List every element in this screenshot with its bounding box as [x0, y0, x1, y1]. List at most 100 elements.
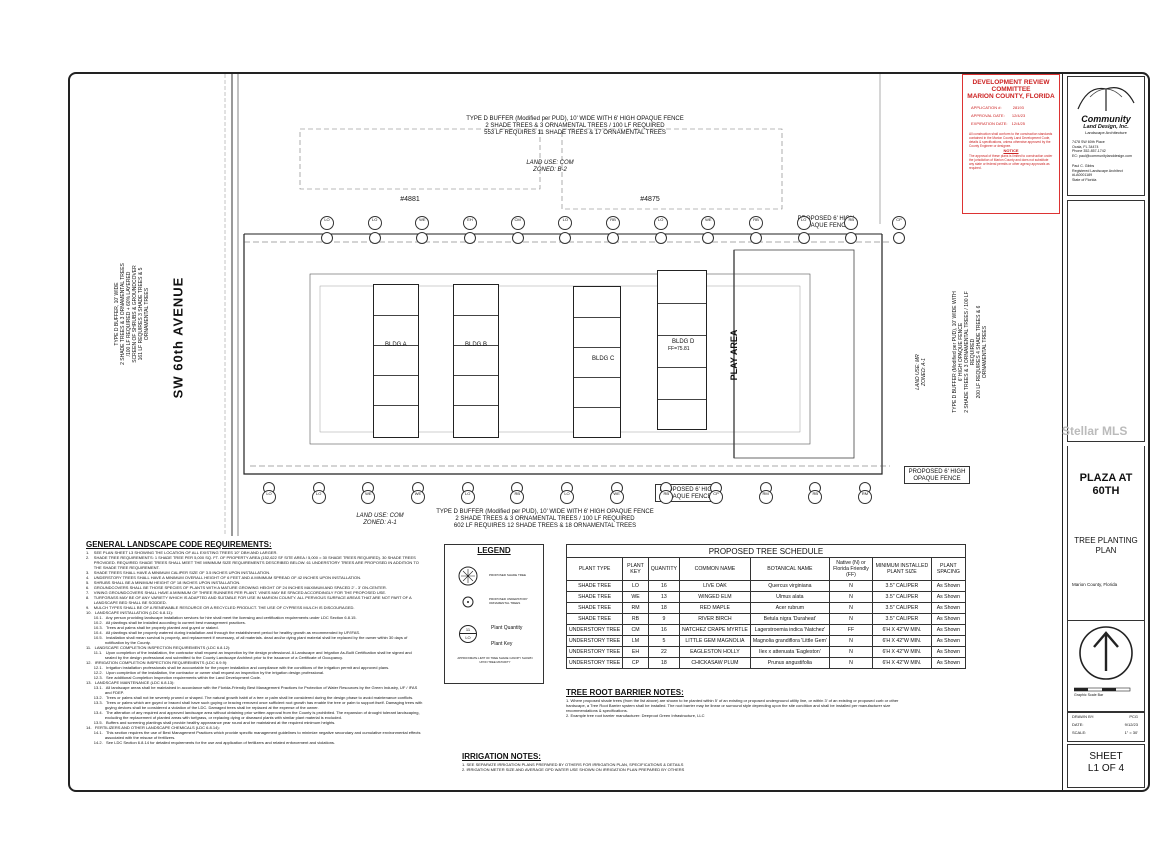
general-requirement-line: 12.3. See additional Completion Inspecti…: [86, 675, 261, 680]
south-buffer-line-3: 602 LF REQUIRES 12 SHADE TREES & 18 ORNA…: [453, 523, 637, 529]
root-barrier-note-1c: recommendations & specifications.: [566, 708, 628, 713]
tree-schedule-cell: 5: [647, 635, 681, 647]
tree-schedule-cell: 18: [647, 657, 681, 669]
tree-schedule-cell: As Shown: [930, 635, 967, 647]
drawn-by-label: DRAWN BY:: [1072, 714, 1095, 719]
building-d: [657, 270, 707, 430]
drc-note-2: The approval of these plans is limited t…: [969, 154, 1053, 170]
firm-block: Community Land Design, Inc. Landscape Ar…: [1067, 76, 1145, 196]
plant-key-tag: LO: [262, 490, 276, 504]
tree-schedule-cell: UNDERSTORY TREE: [565, 635, 624, 647]
drc-county: MARION COUNTY, FLORIDA: [967, 93, 1055, 100]
plant-key-tag: RB: [606, 216, 620, 230]
west-buffer-note: TYPE D BUFFER, 10' WIDE 2 SHADE TREES & …: [114, 204, 150, 424]
tree-schedule-cell: SHADE TREE: [565, 602, 624, 614]
plant-key-tag: LO: [796, 216, 811, 230]
north-landuse: LAND USE: COM: [526, 160, 574, 166]
tree-schedule-header-cell: COMMON NAME: [679, 557, 751, 581]
graphic-scale-label: Graphic Scale Bar: [1074, 693, 1104, 697]
legend-note: APPROXIMATE LIMIT OF TREE SHADE CANOPY S…: [457, 656, 533, 664]
plant-key-tag: EH: [463, 216, 477, 230]
sheet-number: L1 OF 4: [1087, 763, 1125, 774]
tree-symbol: [511, 232, 524, 244]
tree-schedule-cell: 3.5" CALIPER: [872, 602, 932, 614]
tree-schedule-header-cell: PLANT SPACING: [930, 557, 967, 581]
project-location: Marion County, Florida: [1072, 582, 1118, 587]
south-landuse: LAND USE: COM: [356, 513, 404, 519]
west-buffer-line-6: ORNAMENTAL TREES: [144, 287, 150, 341]
drawn-by-value: PCG: [1129, 714, 1138, 719]
watermark: Stellar MLS: [1062, 424, 1128, 438]
root-barrier-notes: TREE ROOT BARRIER NOTES: 1. Where propos…: [566, 688, 966, 718]
general-requirement-line: 8. TURFGRASS MAY BE OF ANY VARIETY WHICH…: [86, 595, 412, 600]
general-requirement-line: 4. UNDERSTORY TREES SHALL HAVE A MINIMUM…: [86, 575, 362, 580]
tree-schedule-cell: N: [828, 635, 874, 647]
tree-schedule-cell: SHADE TREE: [565, 580, 624, 592]
plant-key-tag: WE: [415, 216, 430, 230]
root-barrier-title: TREE ROOT BARRIER NOTES:: [566, 688, 684, 697]
irrigation-notes: IRRIGATION NOTES: 1. SEE SEPARATE IRRIGA…: [462, 752, 802, 772]
tree-schedule-cell: SHADE TREE: [565, 613, 624, 625]
plant-key-tag: RB: [844, 216, 859, 230]
east-buffer-note: TYPE D BUFFER (Modified per PUD), 10' WI…: [952, 242, 988, 462]
drc-expiration-label: EXPIRATION DATE:: [971, 121, 1008, 126]
drc-notice-title: NOTICE: [1003, 148, 1019, 153]
tree-schedule-cell: As Shown: [930, 646, 967, 658]
sheet-info-block: PLAZA AT 60TH TREE PLANTING PLAN Marion …: [1067, 446, 1145, 671]
legend-shade-tree-label: PROPOSED SHADE TREE: [489, 573, 526, 577]
graphic-scale-bar: [1074, 687, 1131, 692]
east-buffer-line-6: ORNAMENTAL TREES: [982, 325, 988, 379]
general-requirement-line: 9. MULCH TYPES SHALL BE OF A RENEWABLE R…: [86, 605, 355, 610]
general-requirement-line: 13.5. Buffers and screening plantings sh…: [86, 720, 336, 725]
general-requirement-line: 10. LANDSCAPE INSTALLATION (LDC 6.8.11):: [86, 610, 173, 615]
tree-schedule-cell: Betula nigra 'Duraheat': [749, 613, 830, 625]
date-label: DATE:: [1072, 722, 1084, 727]
tree-schedule-cell: 3.5" CALIPER: [872, 613, 932, 625]
tree-schedule-cell: LIVE OAK: [679, 580, 751, 592]
sheet-title: TREE PLANTING PLAN: [1074, 536, 1138, 555]
general-requirement-line: 12.1. Irrigation installation profession…: [86, 665, 390, 670]
plant-key-tag: RB: [659, 490, 674, 504]
plant-key-tag: LO: [311, 490, 326, 504]
tree-schedule-cell: 16: [647, 580, 681, 592]
tree-schedule-cell: 3.5" CALIPER: [872, 580, 932, 592]
fence-east-line-1: PROPOSED 6' HIGH: [908, 469, 966, 475]
general-requirement-line: 10.4. All plantings shall be properly wa…: [86, 630, 361, 635]
date-value: 9/12/23: [1124, 722, 1138, 727]
general-requirement-line: 13. LANDSCAPE MAINTENANCE (LDC 6.8.13):: [86, 680, 175, 685]
scale-value: 1" = 30': [1124, 730, 1138, 735]
general-requirement-line: 14.1. This section requires the use of B…: [86, 730, 421, 735]
plant-key-tag: WE: [609, 490, 624, 504]
plant-key-tag: RM: [758, 490, 773, 504]
tree-schedule-cell: 6'H X 42"W MIN.: [872, 657, 932, 669]
tree-schedule-cell: 9: [647, 613, 681, 625]
general-requirement-line: guying devices shall be considered a vio…: [86, 705, 319, 710]
project-name: PLAZA AT 60TH: [1079, 472, 1133, 497]
tree-schedule-cell: N: [828, 580, 874, 592]
plant-key-tag: WE: [411, 490, 425, 504]
tree-schedule-cell: N: [828, 657, 874, 669]
plant-key-tag: LO: [653, 216, 668, 230]
general-requirement-line: 1. SEE PLAN SHEET L3 SHOWING THE LOCATIO…: [86, 550, 278, 555]
tree-schedule-cell: LITTLE GEM MAGNOLIA: [679, 635, 751, 647]
legend-sample-qty: 11: [460, 626, 476, 634]
building-c: [573, 286, 621, 438]
fence-south-line-2: OPAQUE FENCE: [664, 494, 712, 500]
firm-logo-line1: Community: [1081, 114, 1131, 124]
tree-schedule-cell: 18: [647, 602, 681, 614]
plant-key-tag: WE: [701, 216, 716, 230]
tree-schedule-header-cell: MINIMUM INSTALLED PLANT SIZE: [872, 557, 932, 581]
general-requirement-line: sealed by the design professional and su…: [86, 655, 343, 660]
tree-schedule-cell: CHICKASAW PLUM: [679, 657, 751, 669]
plant-key-tag: WE: [361, 490, 376, 504]
drc-application-label: APPLICATION #:: [971, 105, 1002, 110]
firm-address-1: 7478 SW 60th Place: [1072, 140, 1105, 144]
building-c-label: BLDG C: [592, 356, 615, 362]
